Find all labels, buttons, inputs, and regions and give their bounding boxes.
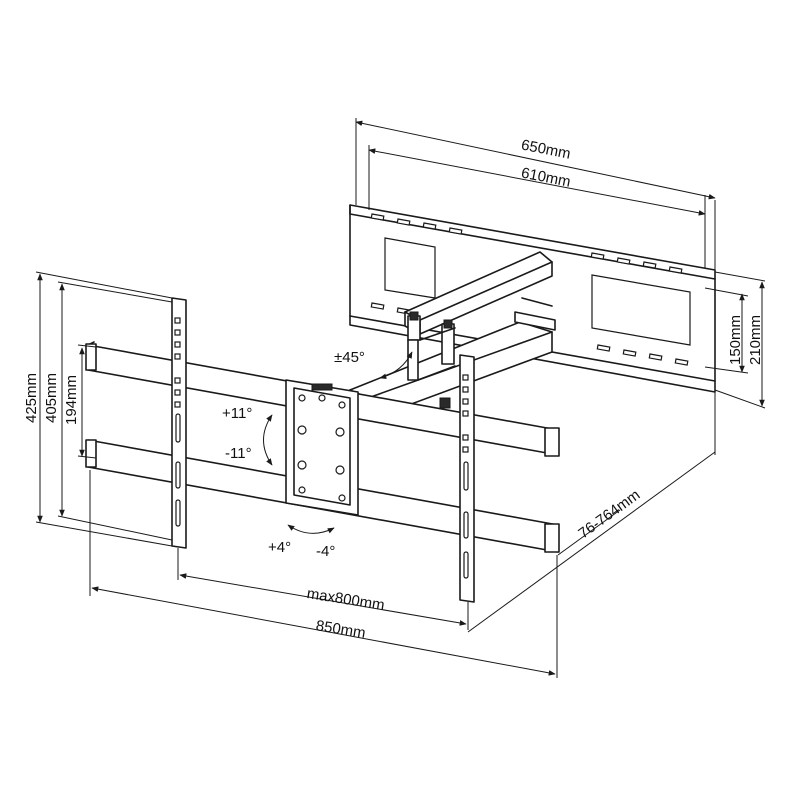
label-76-764mm: 76-764mm [575, 486, 643, 542]
label-425mm: 425mm [23, 373, 40, 423]
label-level-minus: -4° [316, 543, 335, 560]
vertical-strap-right [459, 354, 475, 603]
label-level-plus: +4° [268, 539, 291, 556]
label-405mm: 405mm [43, 373, 60, 423]
wall-plate [349, 204, 716, 393]
angle-labels: ±45° +11° -11° +4° -4° [222, 349, 365, 560]
tilt-head [285, 379, 359, 516]
label-850mm: 850mm [315, 617, 367, 642]
label-tilt-down: -11° [225, 445, 252, 462]
label-tilt-up: +11° [222, 405, 252, 422]
label-610mm: 610mm [520, 164, 572, 190]
vertical-strap-left [171, 297, 187, 549]
label-150mm: 150mm [727, 315, 744, 365]
label-194mm: 194mm [63, 375, 80, 425]
wall-plate-slots-top [370, 213, 683, 274]
label-max800mm: max800mm [306, 585, 386, 614]
dimension-lines [35, 118, 766, 678]
rotation-arrows [263, 351, 413, 534]
label-swivel-angle: ±45° [334, 349, 365, 366]
label-210mm: 210mm [747, 315, 764, 365]
